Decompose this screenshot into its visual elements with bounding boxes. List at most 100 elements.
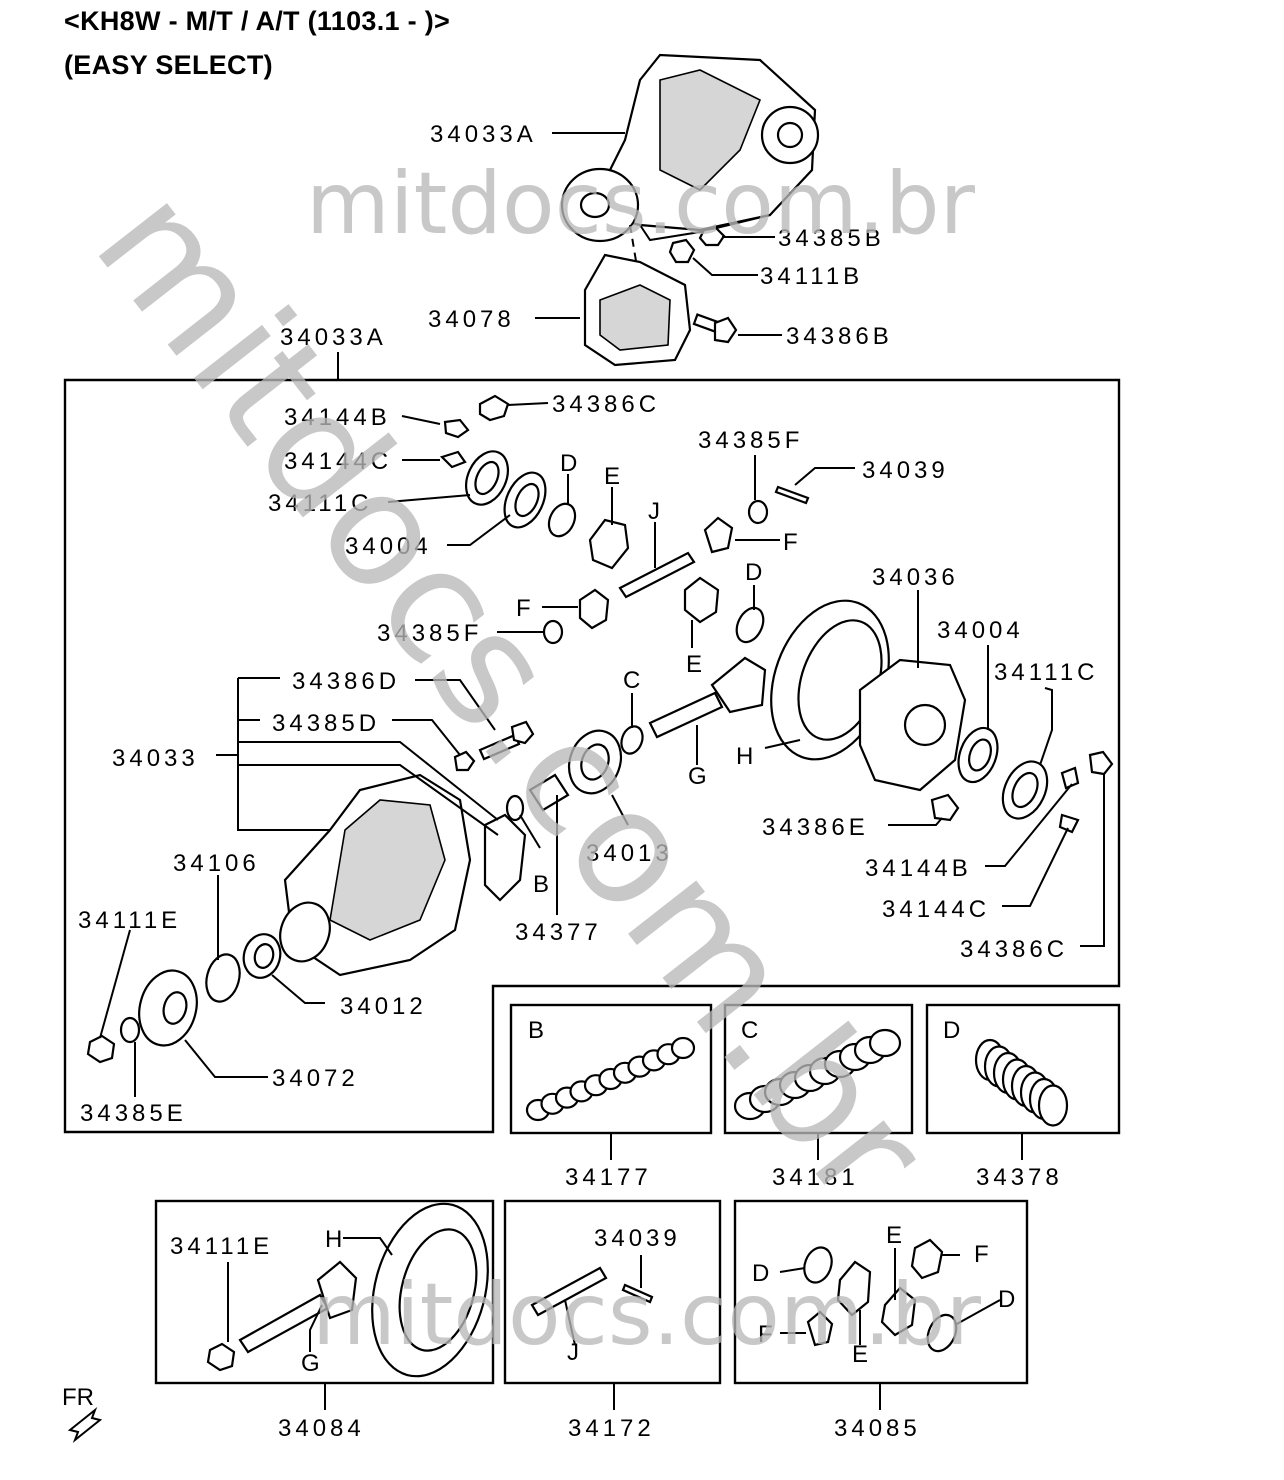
- leader: [564, 1299, 576, 1346]
- bolt-34386b-illustration: [692, 313, 738, 344]
- bolt-34386c-illustration: [478, 394, 510, 422]
- bolt-34386c-right-illustration: [1088, 750, 1114, 776]
- clip-34144b-right-illustration: [1060, 766, 1080, 790]
- kit-letter-e: E: [852, 1341, 868, 1368]
- callout-34385f-top: 34385F: [698, 427, 803, 454]
- letter-c: C: [623, 667, 640, 694]
- nut-34385b-illustration: [698, 226, 726, 247]
- callout-34386d: 34386D: [292, 668, 400, 695]
- callout-34013: 34013: [586, 840, 673, 867]
- bearing-34004-left-illustration: [503, 471, 547, 529]
- bolt-34386e-illustration: [930, 793, 960, 822]
- bracket-34078-illustration: [583, 253, 692, 367]
- kit-gear-f2-illustration: [806, 1310, 834, 1347]
- callout-34377: 34377: [515, 919, 602, 946]
- seal-34106-illustration: [205, 953, 241, 1003]
- gear-e-mid-illustration: [683, 576, 720, 624]
- washer-34385f-top-illustration: [747, 499, 769, 525]
- callout-34378: 34378: [976, 1164, 1063, 1191]
- callout-34039-kit: 34039: [594, 1225, 681, 1252]
- kit-letter-h: H: [325, 1226, 342, 1253]
- carrier-34033-illustration: [279, 773, 472, 977]
- clip-34144c-illustration: [439, 450, 467, 469]
- callout-34084: 34084: [278, 1415, 365, 1442]
- callout-34181: 34181: [772, 1164, 859, 1191]
- leader: [985, 783, 1073, 867]
- kit-ring-gear-illustration: [371, 1202, 489, 1378]
- leader: [1002, 827, 1069, 907]
- kit-letter-c: C: [741, 1017, 758, 1044]
- variant-title: (EASY SELECT): [64, 50, 273, 80]
- nut-34111b-illustration: [668, 238, 696, 264]
- kit-gear-e2-illustration: [880, 1286, 917, 1337]
- callout-34386c-right: 34386C: [960, 936, 1068, 963]
- callout-34078: 34078: [428, 306, 515, 333]
- washer-d-illustration: [547, 502, 577, 538]
- leader: [415, 679, 496, 731]
- callout-34111c-right: 34111C: [994, 659, 1099, 686]
- callout-34386e: 34386E: [762, 814, 869, 841]
- leader: [387, 494, 471, 503]
- callout-34033: 34033: [112, 745, 199, 772]
- ring-b-illustration: [505, 794, 525, 822]
- letter-d: D: [745, 559, 762, 586]
- pin-34039-illustration: [774, 485, 810, 505]
- gear-f-left-illustration: [578, 588, 610, 630]
- callout-34106: 34106: [173, 850, 260, 877]
- kit-gear-e1-illustration: [836, 1260, 872, 1317]
- flange-34072-illustration: [138, 969, 198, 1047]
- assembly-frame: [63, 378, 1121, 1134]
- letter-e: E: [686, 651, 702, 678]
- callout-34144b-right: 34144B: [865, 855, 972, 882]
- kit-washer-d2-illustration: [926, 1313, 958, 1353]
- callout-34386b: 34386B: [786, 323, 893, 350]
- snap-rings-b-illustration: [525, 1036, 696, 1122]
- callout-34111c-left: 34111C: [268, 490, 373, 517]
- leader: [309, 1304, 323, 1352]
- gear-e-top-illustration: [588, 518, 630, 570]
- kit-letter-b: B: [528, 1017, 544, 1044]
- kit-letter-d: D: [998, 1286, 1015, 1313]
- kit-washer-d1-illustration: [803, 1246, 833, 1284]
- callout-34111b: 34111B: [760, 263, 863, 290]
- letter-f: F: [516, 595, 531, 622]
- differential-case-34036-illustration: [858, 658, 967, 792]
- callout-34004-left: 34004: [345, 533, 432, 560]
- letter-f: F: [783, 529, 798, 556]
- kit-34172-frame: [503, 1199, 722, 1385]
- leader: [1039, 687, 1053, 766]
- leader: [519, 814, 541, 849]
- callout-34085: 34085: [834, 1415, 921, 1442]
- callout-34385e: 34385E: [80, 1100, 187, 1127]
- callout-34144b-top: 34144B: [284, 404, 391, 431]
- letter-b: B: [533, 871, 549, 898]
- letter-d: D: [560, 450, 577, 477]
- ring: [1037, 1084, 1069, 1127]
- leader: [888, 817, 943, 826]
- kit-letter-f: F: [974, 1241, 989, 1268]
- leader: [507, 402, 549, 406]
- carrier-assembly-illustration: [560, 53, 820, 243]
- leader: [611, 794, 629, 826]
- clip-34144c-right-illustration: [1058, 813, 1080, 834]
- callout-34144c-right: 34144C: [882, 896, 990, 923]
- callout-34033a-top: 34033A: [430, 121, 537, 148]
- front-arrow-icon: [67, 1406, 103, 1444]
- callout-34004-right: 34004: [937, 617, 1024, 644]
- washer-c-illustration: [620, 725, 644, 755]
- callout-34386c-top: 34386C: [552, 391, 660, 418]
- kit-letter-g: G: [301, 1350, 320, 1377]
- letter-e: E: [604, 463, 620, 490]
- letter-g: G: [688, 763, 707, 790]
- model-title: <KH8W - M/T / A/T (1103.1 - )>: [64, 6, 451, 36]
- watermark-text-bottom: mitdocs.com.br: [312, 1265, 982, 1365]
- bearing-34013-illustration: [567, 729, 623, 795]
- leader: [764, 739, 801, 749]
- leader: [1080, 774, 1105, 947]
- leader: [401, 415, 441, 425]
- washer-34385e-illustration: [119, 1016, 141, 1044]
- leader: [184, 1039, 268, 1078]
- leader: [271, 974, 325, 1004]
- gear-f-top-illustration: [703, 516, 734, 554]
